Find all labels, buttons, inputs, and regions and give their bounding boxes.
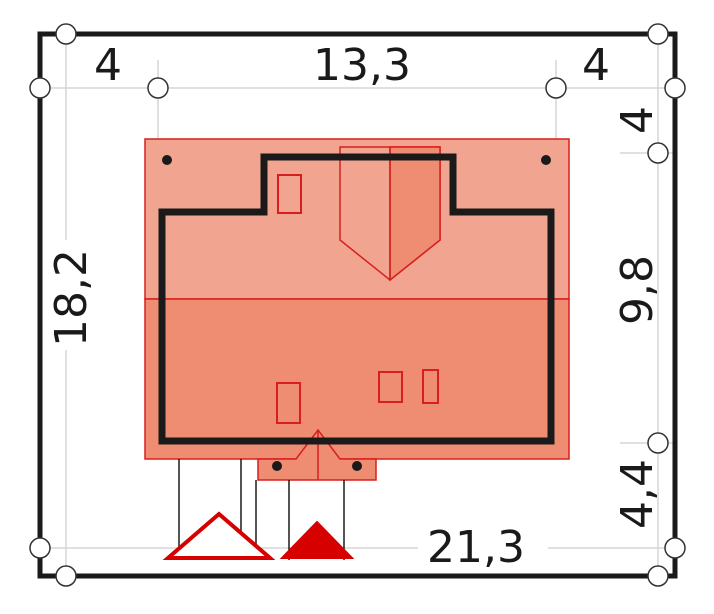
label-bg-right-top: [612, 96, 656, 140]
marker-roof-left: [147, 77, 169, 99]
roof-window-2: [276, 382, 301, 424]
marker-right-upper: [664, 77, 686, 99]
dimension-right-bottom: 4,4: [612, 459, 663, 529]
dimension-right-middle: 9,8: [612, 255, 663, 325]
dimension-right-top: 4: [612, 106, 663, 134]
dot-ne: [541, 155, 551, 165]
dot-porch-left: [272, 461, 282, 471]
dimension-top-left: 4: [94, 40, 122, 91]
label-bg-top-left: [88, 42, 128, 86]
dimension-top-right: 4: [582, 40, 610, 91]
house-outline: [158, 153, 555, 445]
plot-border: [37, 31, 678, 579]
marker-roof-right: [545, 77, 567, 99]
marker-bottom-left: [55, 565, 77, 587]
marker-top-right: [647, 23, 669, 45]
marker-left-lower: [29, 537, 51, 559]
label-bg-right-middle: [612, 250, 656, 330]
roof-window-4: [422, 369, 439, 404]
dimension-bottom: 21,3: [427, 522, 525, 573]
marker-roof-bottom: [647, 432, 669, 454]
label-bg-right-bottom: [612, 455, 656, 535]
marker-bottom-right: [647, 565, 669, 587]
roof: [144, 138, 570, 481]
dimension-left: 18,2: [46, 249, 97, 347]
label-bg-top-center: [300, 42, 420, 86]
marker-dots: [162, 155, 551, 471]
marker-top-left: [55, 23, 77, 45]
dot-nw: [162, 155, 172, 165]
marker-right-lower: [664, 537, 686, 559]
roof-window-3: [378, 371, 403, 403]
dimension-top-center: 13,3: [313, 40, 411, 91]
garage-entrance-arrow: [162, 511, 276, 560]
main-entrance-arrow: [279, 520, 355, 559]
roof-window-1: [277, 174, 302, 214]
marker-roof-top: [647, 142, 669, 164]
dimension-markers: [29, 23, 686, 587]
roof-slope-south: [144, 298, 570, 460]
label-bg-bottom: [418, 524, 548, 568]
roof-windows: [276, 174, 439, 424]
dot-porch-right: [352, 461, 362, 471]
label-bg-top-right: [575, 42, 615, 86]
label-bg-left: [46, 240, 90, 350]
marker-left-upper: [29, 77, 51, 99]
porch-roof: [257, 428, 377, 481]
